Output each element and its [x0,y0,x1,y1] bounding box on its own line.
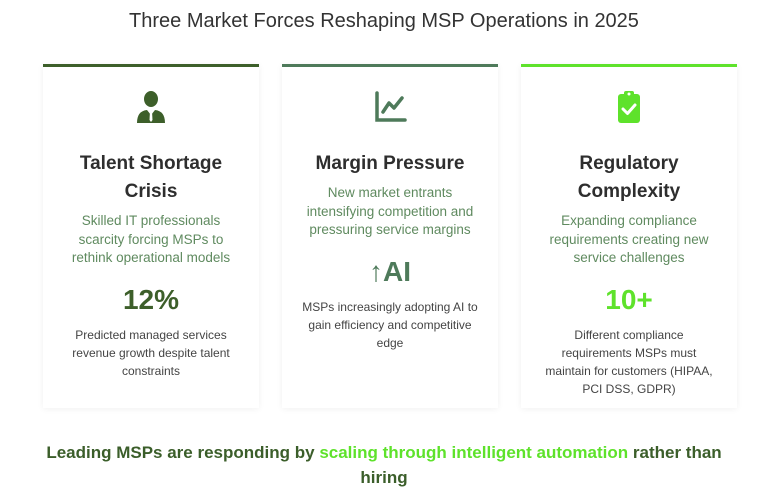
card-stat: 10+ [605,283,653,315]
card-regulatory-complexity: Regulatory Complexity Expanding complian… [521,64,737,408]
user-tie-icon [137,91,165,123]
card-stat-description: MSPs increasingly adopting AI to gain ef… [302,299,478,350]
card-accent-bar [282,64,498,67]
chart-line-icon [375,91,407,122]
card-talent-shortage: Talent Shortage Crisis Skilled IT profes… [43,64,259,408]
card-description: Skilled IT professionals scarcity forcin… [71,213,231,265]
page-title: Three Market Forces Reshaping MSP Operat… [129,10,639,32]
card-accent-bar [43,64,259,67]
footer-highlight: scaling through intelligent automation [319,443,629,462]
card-margin-pressure: Margin Pressure New market entrants inte… [282,64,498,408]
clipboard-check-icon [618,91,640,123]
card-heading: Talent Shortage Crisis [79,153,223,202]
card-accent-bar [521,64,737,67]
card-stat: ↑AI [369,255,411,287]
footer-text: Leading MSPs are responding by [46,443,320,462]
card-heading: Margin Pressure [315,153,465,174]
card-description: New market entrants intensifying competi… [306,185,474,237]
footer-statement: Leading MSPs are responding by scaling t… [0,440,768,490]
card-description: Expanding compliance requirements creati… [549,213,709,265]
footer-text-end: rather than hiring [360,443,722,487]
card-heading: Regulatory Complexity [577,153,681,202]
card-stat: 12% [122,283,180,315]
card-stat-description: Different compliance requirements MSPs m… [545,327,713,396]
card-stat-description: Predicted managed services revenue growt… [72,327,230,378]
